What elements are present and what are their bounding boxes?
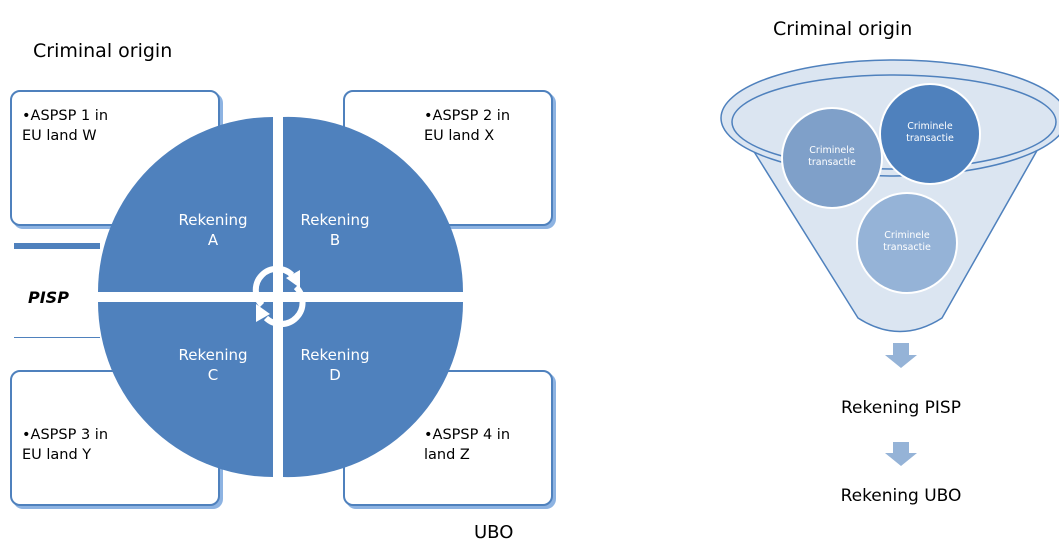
transaction-circle-3-text: Criminele transactie [883,230,931,253]
quadrant-d [283,302,463,478]
quadrant-b [283,116,463,292]
step-rekening-pisp: Rekening PISP [841,398,961,418]
quadrant-d-label: Rekening D [300,346,370,384]
transaction-circle-2-text: Criminele transactie [906,121,954,144]
cycle-arrowheads-icon [256,270,300,322]
down-arrow-2-icon [885,442,917,466]
aspsp-1-text: •ASPSP 1 in EU land W [22,108,109,144]
left-title: Criminal origin [33,40,173,62]
quadrant-b-label: Rekening B [300,211,370,249]
aspsp-3-text: •ASPSP 3 in EU land Y [22,427,109,463]
down-arrow-1-icon [885,343,917,368]
cycle-arrows-icon [252,265,306,328]
transaction-circle-1 [781,107,883,209]
quadrant-a [98,117,273,292]
aspsp-4-text: •ASPSP 4 in land Z [424,427,511,463]
right-title: Criminal origin [773,18,913,40]
quadrant-a-label: Rekening A [178,211,248,249]
pisp-label: PISP [28,288,69,307]
transaction-circle-2 [879,83,981,185]
pisp-line-bottom [14,337,100,338]
step-rekening-ubo: Rekening UBO [840,486,962,506]
pisp-line-top [14,243,100,249]
ubo-label: UBO [474,522,514,543]
transaction-circle-3 [856,192,958,294]
quadrant-c [98,302,273,477]
aspsp-2-text: •ASPSP 2 in EU land X [424,108,511,144]
quadrant-c-label: Rekening C [178,346,248,384]
transaction-circle-1-text: Criminele transactie [808,145,856,168]
